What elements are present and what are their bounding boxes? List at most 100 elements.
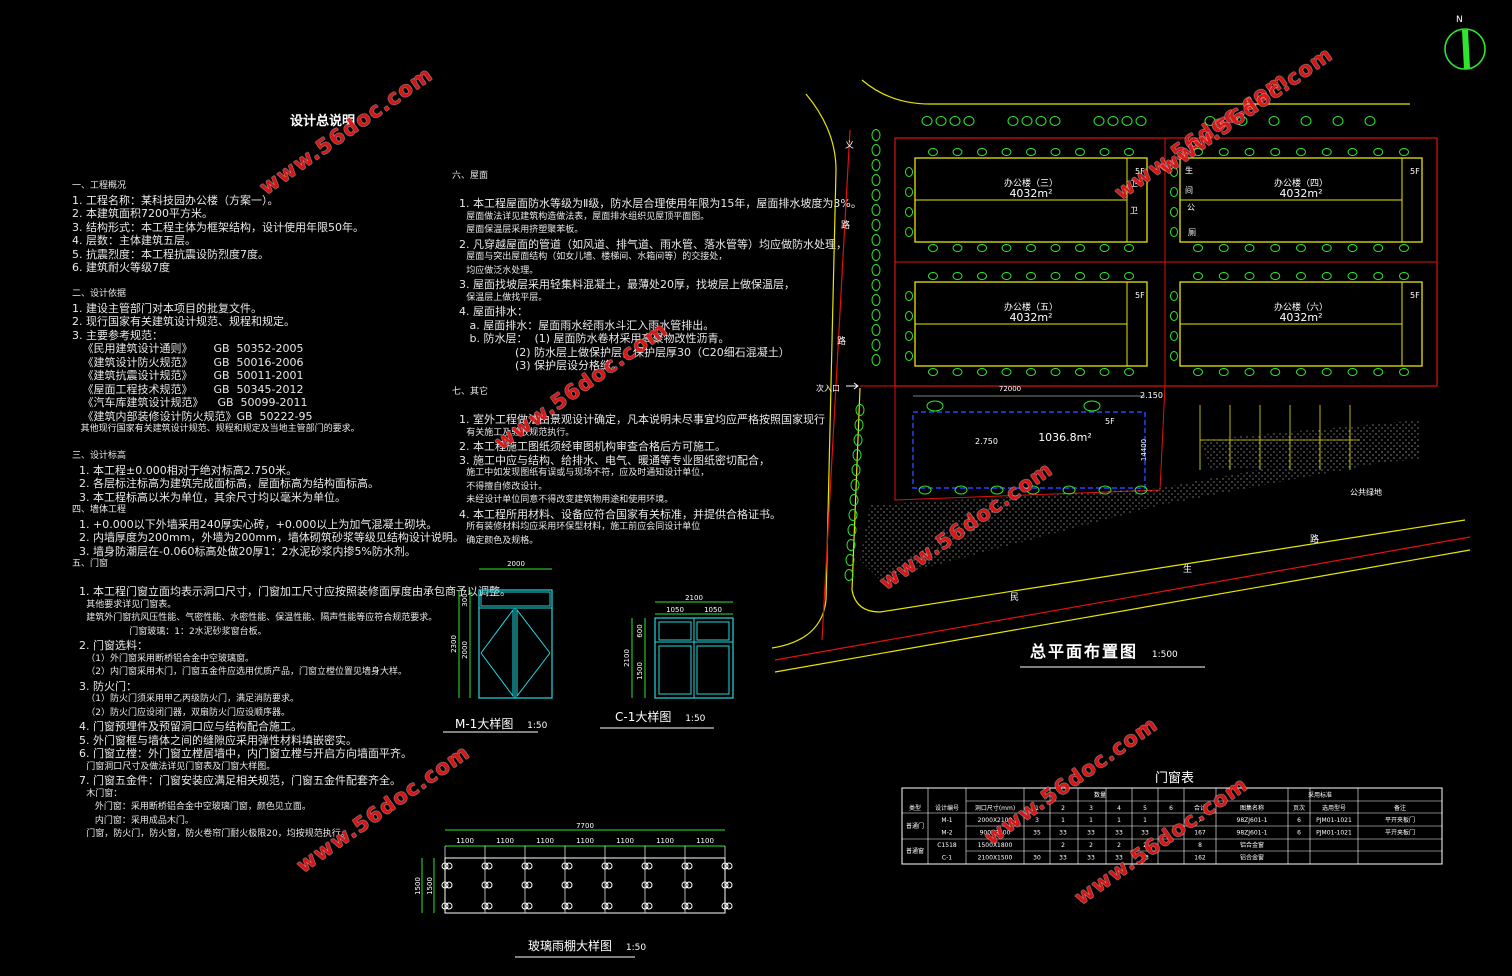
tree-icon (1244, 244, 1255, 252)
gap-label: 间 (1185, 186, 1193, 195)
tree-icon (1134, 485, 1148, 495)
tree-icon (1049, 116, 1061, 126)
tree-icon (1321, 244, 1332, 252)
table-header: 图集名称 (1240, 804, 1264, 812)
entrance-label: 次入口 (816, 383, 840, 393)
table-header: 洞口尺寸(mm) (975, 804, 1015, 812)
canopy-bolt-icon (685, 902, 693, 910)
road-edge-inner (851, 387, 1466, 613)
canopy-total: 7700 (576, 822, 594, 830)
canopy-bolt-icon (725, 902, 733, 910)
note-line: 确定颜色及规格。 (452, 535, 539, 546)
road-label: 路 (837, 335, 846, 347)
note-line: 门窗，防火门，防火窗，防火卷帘门耐火极限20，均按规范执行。 (72, 829, 350, 839)
tree-icon (1035, 116, 1047, 126)
road-label: 生 (1183, 563, 1192, 575)
tree-icon (952, 272, 963, 280)
canopy-bolt-icon (645, 862, 653, 870)
tree-icon (1124, 272, 1134, 280)
tree-icon (1236, 116, 1248, 126)
tree-icon (1244, 368, 1255, 376)
site-plan-title: 总平面布置图 (1030, 642, 1139, 661)
tree-icon (852, 449, 862, 461)
canopy-bolt-icon (601, 862, 609, 870)
canopy-bolt-icon (525, 881, 533, 889)
table-cell: 900X2100 (980, 830, 1011, 837)
building-area: 4032m² (1279, 311, 1322, 324)
tree-icon (1001, 148, 1012, 156)
notes-title: 设计总说明 (290, 114, 356, 129)
road-centerline-west (821, 129, 851, 641)
canopy-bolt-icon (641, 881, 649, 889)
canopy-bolt-icon (561, 881, 569, 889)
table-cell: PJM01-1021 (1316, 817, 1352, 824)
canopy-bolt-icon (725, 881, 733, 889)
table-cell: 7 (1198, 817, 1202, 824)
canopy-bolt-icon (725, 862, 733, 870)
building-floors: 5F (1135, 167, 1145, 176)
door-m1-swing (516, 608, 551, 698)
canopy-bolt-icon (525, 902, 533, 910)
landscape-hatch (1200, 420, 1420, 470)
table-cell: 平开夹板门 (1385, 829, 1415, 837)
tree-icon (1347, 148, 1358, 156)
table-cell: 167 (1194, 830, 1206, 837)
note-line: (2) 防水层上做保护层，保护层厚30（C20细石混凝土） (452, 345, 790, 359)
table-cell: 2 (1061, 842, 1065, 849)
tree-icon (949, 116, 961, 126)
table-cell: 162 (1194, 855, 1206, 862)
tree-icon (871, 324, 881, 336)
tree-icon (1170, 187, 1178, 197)
tree-icon (1170, 291, 1178, 301)
note-line: 3. 屋面找坡层采用轻集料混凝土，最薄处20厚，找坡层上做保温层， (452, 278, 795, 291)
tree-icon (1099, 244, 1110, 252)
door-m1-transom (480, 591, 551, 607)
note-line: 二、设计依据 (72, 289, 127, 299)
tree-icon (1121, 116, 1133, 126)
canopy-span: 1100 (696, 837, 714, 845)
tree-icon (1373, 148, 1384, 156)
note-line: 保温层上做找平层。 (452, 292, 548, 303)
tree-icon (871, 174, 881, 186)
door-m1-h2: 2000 (461, 641, 469, 659)
note-line: 4. 本工程所用材料、设备应符合国家有关标准，并提供合格证书。 (452, 507, 781, 521)
tree-icon (871, 159, 881, 171)
note-line: （1）外门窗采用断桥铝合金中空玻璃窗。 (72, 653, 255, 664)
door-detail-caption: M-1大样图 1:50 (455, 715, 547, 732)
tree-icon (1244, 272, 1255, 280)
gap-label: 卫 (1130, 206, 1138, 215)
canopy-span: 1100 (616, 837, 634, 845)
note-line: （2）内门窗采用木门，门窗五金件应选用优质产品，门窗立樘位置见墙身大样。 (72, 667, 408, 677)
note-line: 1. 室外工程做法由景观设计确定，凡本说明未尽事宜均应严格按照国家现行 (452, 413, 825, 426)
window-c1-h1: 600 (636, 624, 644, 637)
tree-icon (952, 368, 963, 376)
note-line: 《建筑抗震设计规范》 GB 50011-2001 (72, 369, 304, 382)
road-edge-south (774, 549, 1471, 673)
front-building-area: 1036.8m² (1038, 431, 1092, 444)
note-line: 2. 现行国家有关建筑设计规范、规程和规定。 (72, 315, 295, 328)
note-line: 门窗洞口尺寸及做法详见门窗表及门窗大样图。 (72, 761, 276, 772)
tree-icon (1001, 368, 1012, 376)
building-area: 4032m² (1009, 187, 1052, 200)
gap-label: 厕 (1188, 228, 1196, 237)
table-cell: 普通窗 (906, 847, 924, 855)
note-line: 1. 本工程±0.000相对于绝对标高2.750米。 (72, 463, 298, 477)
gap-label: 卫 (1130, 179, 1138, 188)
note-line: 1. 本工程门窗立面均表示洞口尺寸，门窗加工尺寸应按照装修面厚度由承包商予以调整… (72, 585, 511, 598)
tree-icon (1193, 272, 1203, 280)
table-cell: 33 (1115, 855, 1123, 862)
note-line: （2）防火门应设闭门器，双扇防火门应设顺序器。 (72, 707, 291, 718)
building-area: 4032m² (1009, 311, 1052, 324)
note-line: 建筑外门窗抗风压性能、气密性能、水密性能、保温性能、隔声性能等应符合规范要求。 (72, 613, 438, 623)
note-line: 3. 本工程标高以米为单位，其余尺寸均以毫米为单位。 (72, 490, 346, 504)
tree-icon (871, 204, 881, 216)
tree-icon (1135, 116, 1147, 126)
site-plan-scale: 1:500 (1151, 650, 1178, 660)
door-detail-title: M-1大样图 (455, 717, 514, 731)
canopy-bolt-icon (645, 881, 653, 889)
canopy-bolt-icon (605, 902, 613, 910)
canopy-bolt-icon (645, 902, 653, 910)
building-name: 办公楼（五） (1004, 301, 1058, 313)
note-line: 木门窗： (72, 788, 123, 799)
note-line: 《建筑内部装修设计防火规范》GB 50222-95 (72, 409, 313, 423)
